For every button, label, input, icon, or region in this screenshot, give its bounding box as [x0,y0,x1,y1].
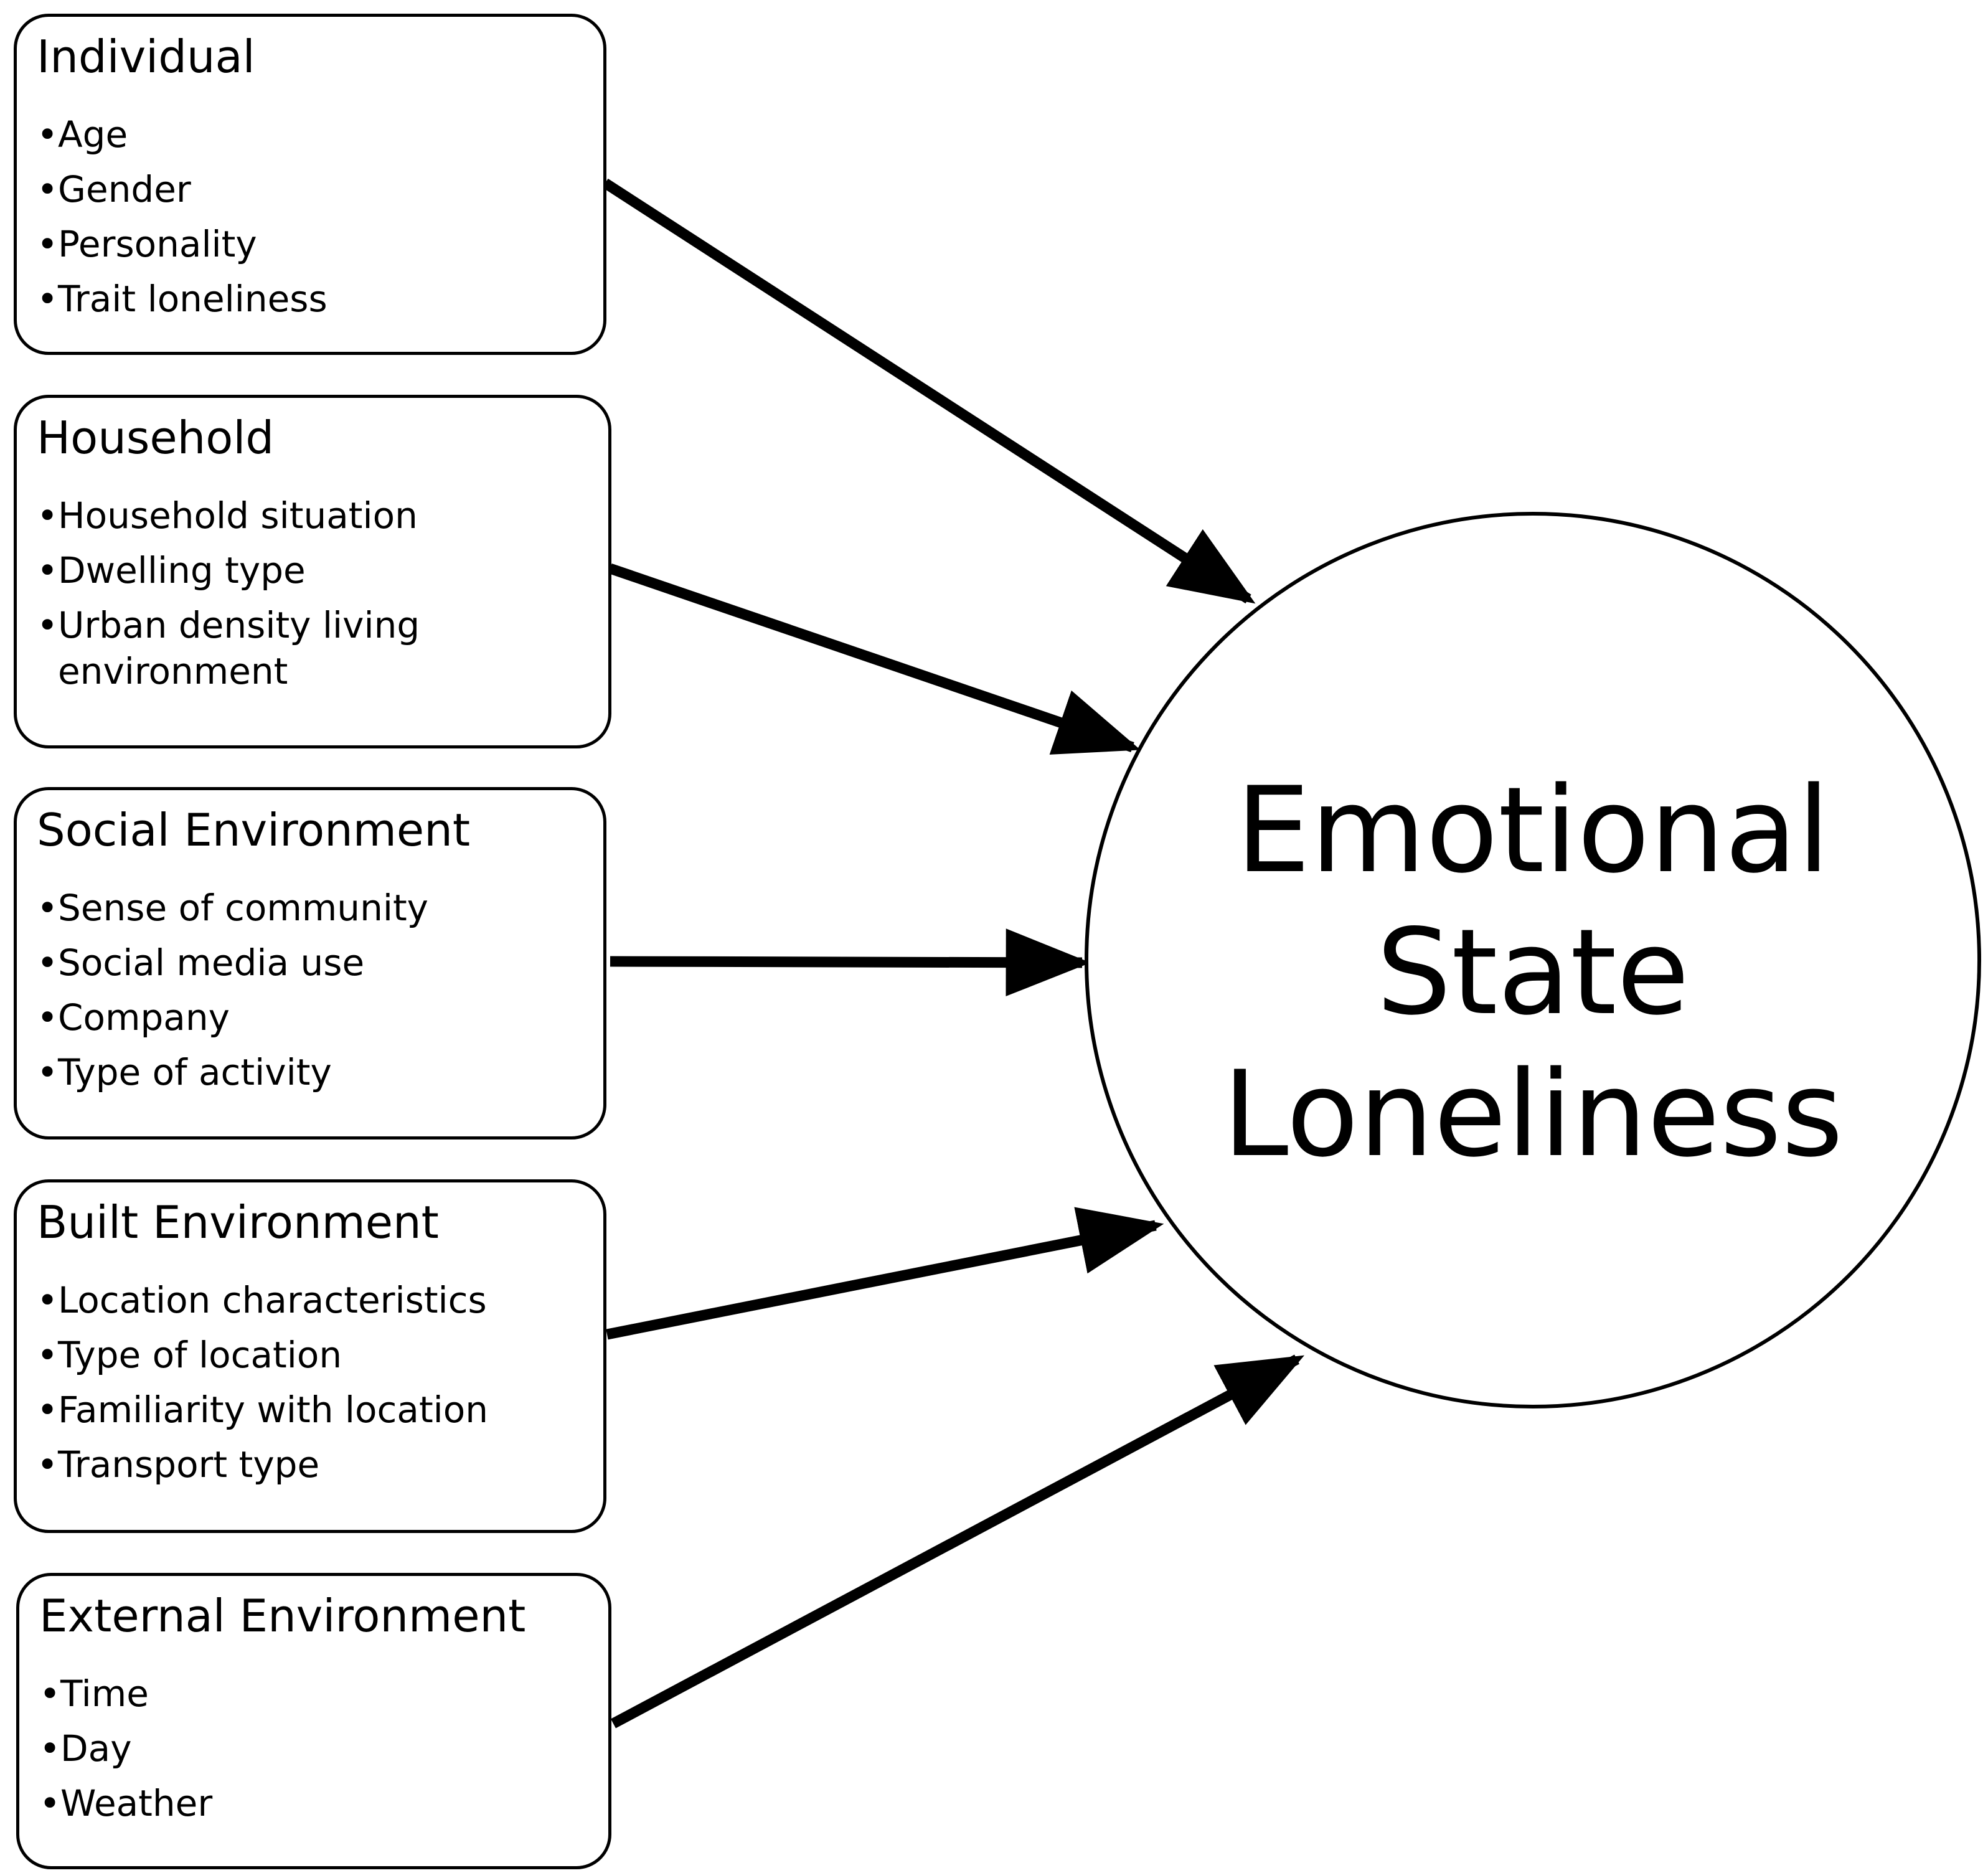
factor-item: Age [37,111,327,158]
factor-title: External Environment [39,1590,526,1642]
factor-item: Time [39,1671,212,1717]
arrow-built-environment [606,1207,1164,1340]
factor-item: Sense of community [37,885,428,931]
factor-item: Household situation [37,493,494,539]
factor-item: Weather [39,1780,212,1826]
factor-box-household: Household Household situation Dwelling t… [14,395,611,748]
factor-title: Individual [37,31,255,83]
factor-box-external-environment: External Environment Time Day Weather [16,1573,611,1869]
outcome-label-line: Loneliness [1222,1045,1844,1183]
factor-title: Household [37,412,275,464]
factor-list: Household situation Dwelling type Urban … [37,493,494,703]
factor-list: Age Gender Personality Trait loneliness [37,111,327,331]
outcome-label-line: Emotional [1235,762,1830,899]
factor-item: Dwelling type [37,547,494,593]
arrow-external-environment [611,1354,1305,1729]
factor-list: Location characteristics Type of locatio… [37,1277,488,1496]
arrow-household [608,563,1141,755]
factor-item: Location characteristics [37,1277,488,1323]
arrow-social-environment [610,928,1091,997]
factor-item: Company [37,994,428,1040]
arrow-individual [602,178,1256,604]
factor-item: Social media use [37,940,428,986]
outcome-circle: Emotional State Loneliness [1085,512,1981,1408]
factor-box-built-environment: Built Environment Location characteristi… [14,1179,606,1533]
factor-item: Day [39,1725,212,1772]
factor-title: Social Environment [37,804,471,856]
factor-list: Sense of community Social media use Comp… [37,885,428,1104]
factor-item: Personality [37,221,327,267]
factor-item: Transport type [37,1441,488,1488]
factor-box-individual: Individual Age Gender Personality Trait … [14,14,606,355]
factor-list: Time Day Weather [39,1671,212,1835]
factor-item: Type of location [37,1332,488,1378]
outcome-label: Emotional State Loneliness [1088,760,1977,1186]
outcome-label-line: State [1376,903,1690,1041]
factor-box-social-environment: Social Environment Sense of community So… [14,787,606,1139]
factor-item: Type of activity [37,1049,428,1095]
factor-item: Trait loneliness [37,276,327,322]
factor-title: Built Environment [37,1196,439,1248]
factor-item: Gender [37,166,327,212]
factor-item: Urban density living environment [37,602,494,694]
factor-item: Familiarity with location [37,1387,488,1433]
